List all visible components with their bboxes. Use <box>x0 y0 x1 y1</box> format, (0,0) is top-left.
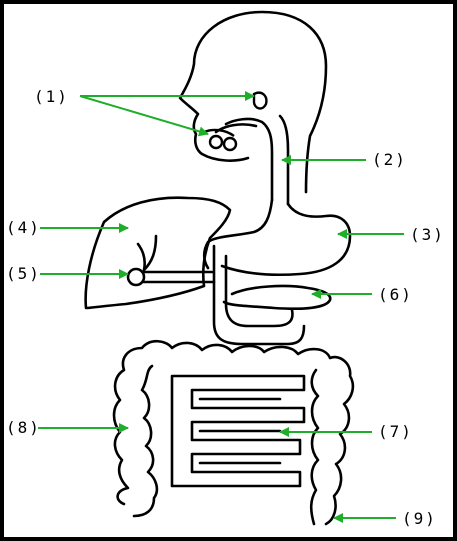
label-9: (9) <box>402 509 437 528</box>
label-6: (6) <box>378 285 413 304</box>
duodenum <box>214 246 304 344</box>
diagram-canvas: (1) (2) (3) (4) (5) (6) (7) (8) (9) <box>4 4 453 537</box>
digestive-system-diagram: (1) (2) (3) (4) (5) (6) (7) (8) (9) <box>4 4 453 537</box>
pancreas <box>224 286 330 309</box>
salivary-gland-b <box>224 138 236 150</box>
label-8: (8) <box>6 418 41 437</box>
salivary-gland-upper <box>254 93 266 109</box>
label-4: (4) <box>6 218 41 237</box>
arrow-1b <box>80 96 208 134</box>
tongue <box>204 130 234 136</box>
label-5: (5) <box>6 264 41 283</box>
label-2: (2) <box>372 150 407 169</box>
label-7: (7) <box>378 422 413 441</box>
label-3: (3) <box>410 225 445 244</box>
liver <box>86 198 230 308</box>
gallbladder <box>128 269 144 285</box>
salivary-gland-a <box>210 136 222 148</box>
label-1: (1) <box>34 87 69 106</box>
